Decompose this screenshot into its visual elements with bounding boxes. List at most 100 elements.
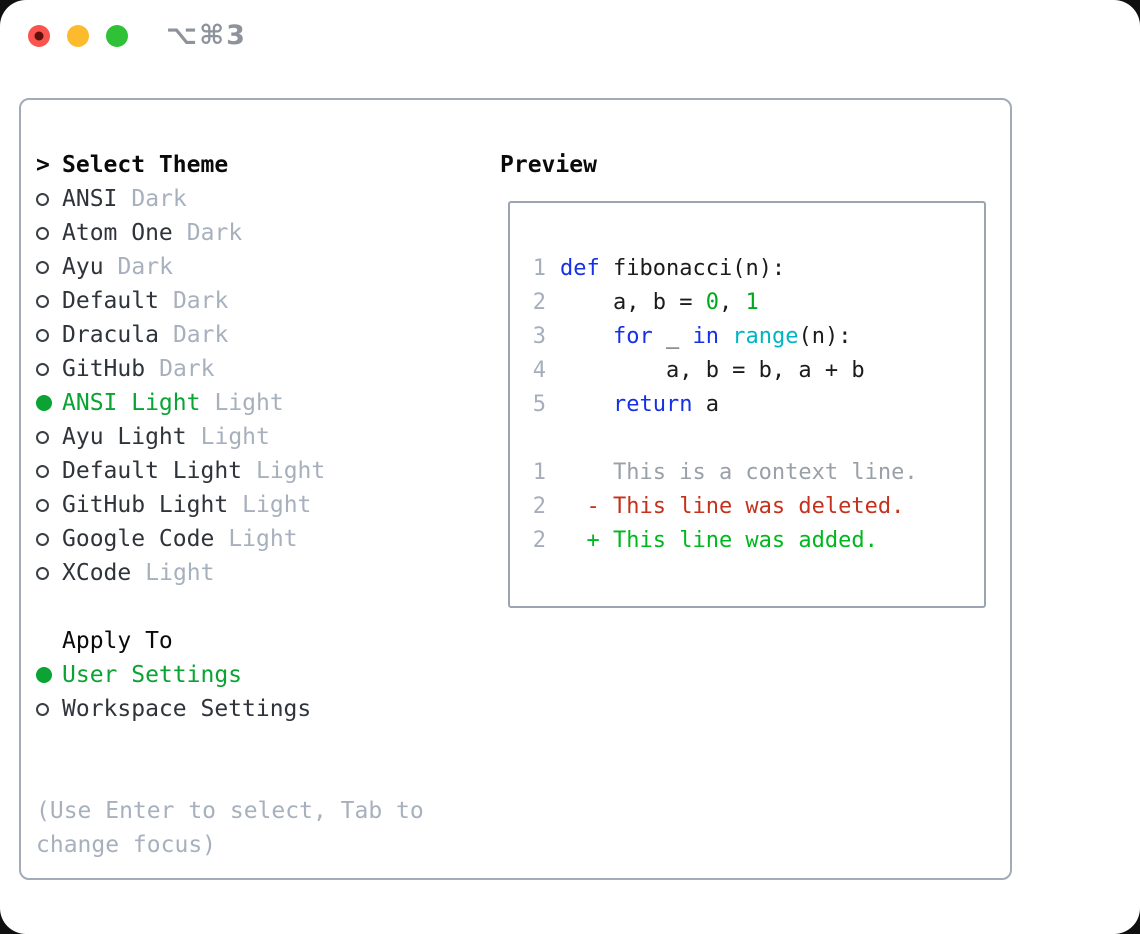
line-number: 2: [532, 493, 546, 519]
code-segment-keyword: for: [612, 323, 653, 349]
code-segment-context: This is a context line.: [560, 459, 918, 485]
theme-list: > Select Theme ANSI Dark Atom One Dark A…: [36, 148, 438, 862]
radio-icon: [36, 566, 49, 580]
theme-option-github[interactable]: GitHub Dark: [36, 352, 438, 386]
theme-name: Google Code: [62, 526, 215, 552]
theme-option-google-code[interactable]: Google Code Light: [36, 522, 438, 556]
theme-tag: Light: [256, 458, 326, 484]
code-segment-plain: _: [652, 323, 693, 349]
code-segment-plain: ,: [718, 289, 746, 315]
theme-option-ansi[interactable]: ANSI Dark: [36, 182, 438, 216]
theme-name: ANSI Light: [62, 390, 201, 416]
theme-tag: Dark: [186, 220, 243, 246]
code-segment-plain: [719, 324, 732, 349]
select-theme-header: > Select Theme: [36, 148, 438, 182]
line-text: a, b = b, a + b: [546, 358, 865, 383]
code-segment-plain: (n):: [798, 323, 852, 349]
theme-options: ANSI Dark Atom One Dark Ayu Dark Default…: [36, 182, 438, 590]
line-text: This is a context line.: [546, 460, 918, 485]
line-number: 4: [532, 357, 546, 383]
line-number: 3: [532, 323, 546, 349]
code-line: 4 a, b = b, a + b: [510, 353, 984, 387]
spacer: [36, 590, 438, 624]
code-segment-plain: a, b =: [560, 289, 706, 315]
minimize-button[interactable]: [67, 25, 89, 47]
code-segment-plain: [560, 392, 613, 417]
theme-option-ansi-light[interactable]: ANSI Light Light: [36, 386, 438, 420]
spacer: [510, 421, 984, 455]
line-number: 2: [532, 527, 546, 553]
theme-tag: Dark: [159, 356, 215, 382]
theme-picker-panel: > Select Theme ANSI Dark Atom One Dark A…: [19, 98, 1012, 880]
code-segment-number: 1: [745, 289, 759, 315]
code-line: 3 for _ in range(n):: [510, 319, 984, 353]
radio-icon: [36, 702, 49, 716]
apply-option-label: Workspace Settings: [62, 696, 312, 722]
radio-icon: [36, 667, 52, 683]
theme-option-ayu[interactable]: Ayu Dark: [36, 250, 438, 284]
code-segment-keyword: in: [692, 323, 719, 349]
line-text: for _ in range(n):: [546, 324, 851, 349]
theme-tag: Light: [200, 424, 270, 450]
code-line: 1 This is a context line.: [510, 455, 984, 489]
line-number: 5: [532, 391, 546, 417]
code-segment-plain: [560, 324, 613, 349]
theme-option-default[interactable]: Default Dark: [36, 284, 438, 318]
theme-name: Dracula: [62, 322, 159, 348]
line-text: + This line was added.: [546, 527, 878, 553]
code-line: 5 return a: [510, 387, 984, 421]
prompt-icon: >: [36, 152, 50, 178]
syntax-sample: 1 def fibonacci(n): 2 a, b = 0, 1 3 for …: [510, 251, 984, 421]
apply-option-label: User Settings: [62, 662, 243, 688]
radio-icon: [36, 430, 49, 444]
apply-to-options: User Settings Workspace Settings: [36, 658, 438, 726]
theme-tag: Dark: [117, 254, 173, 280]
theme-option-github-light[interactable]: GitHub Light Light: [36, 488, 438, 522]
code-line: 2 - This line was deleted.: [510, 489, 984, 523]
theme-name: Ayu Light: [62, 424, 187, 450]
theme-name: XCode: [62, 560, 132, 586]
theme-option-atom-one[interactable]: Atom One Dark: [36, 216, 438, 250]
theme-tag: Dark: [172, 288, 229, 314]
apply-to-title: Apply To: [62, 628, 173, 654]
theme-tag: Light: [242, 492, 312, 518]
theme-tag: Dark: [172, 322, 229, 348]
spacer: [36, 760, 438, 794]
traffic-lights: [28, 25, 128, 47]
theme-option-xcode[interactable]: XCode Light: [36, 556, 438, 590]
close-button[interactable]: [28, 25, 50, 47]
radio-icon: [36, 294, 49, 308]
code-segment-keyword: return: [612, 391, 693, 417]
theme-name: Ayu: [62, 254, 104, 280]
code-segment-keyword: def: [560, 255, 600, 281]
theme-tag: Dark: [131, 186, 187, 212]
apply-option-user-settings[interactable]: User Settings: [36, 658, 438, 692]
window-title: ⌥⌘3: [166, 20, 247, 51]
zoom-button[interactable]: [106, 25, 128, 47]
line-number: 2: [532, 289, 546, 315]
radio-icon: [36, 532, 49, 546]
radio-icon: [36, 260, 49, 274]
theme-option-default-light[interactable]: Default Light Light: [36, 454, 438, 488]
radio-icon: [36, 498, 49, 512]
code-segment-deleted: - This line was deleted.: [560, 493, 905, 519]
code-line: 2 + This line was added.: [510, 523, 984, 557]
radio-icon: [36, 395, 52, 411]
diff-sample: 1 This is a context line. 2 - This line …: [510, 455, 984, 557]
line-text: def fibonacci(n):: [546, 256, 785, 281]
apply-option-workspace-settings[interactable]: Workspace Settings: [36, 692, 438, 726]
apply-to-header: Apply To: [36, 624, 438, 658]
radio-icon: [36, 362, 49, 376]
theme-name: Default Light: [62, 458, 243, 484]
line-text: return a: [546, 392, 719, 417]
code-segment-added: + This line was added.: [560, 527, 878, 553]
theme-option-ayu-light[interactable]: Ayu Light Light: [36, 420, 438, 454]
theme-name: ANSI: [62, 186, 118, 212]
line-text: a, b = 0, 1: [546, 290, 759, 315]
line-number: 1: [532, 459, 546, 485]
theme-tag: Light: [228, 526, 298, 552]
select-theme-title: Select Theme: [62, 152, 229, 178]
code-line: 2 a, b = 0, 1: [510, 285, 984, 319]
theme-option-dracula[interactable]: Dracula Dark: [36, 318, 438, 352]
